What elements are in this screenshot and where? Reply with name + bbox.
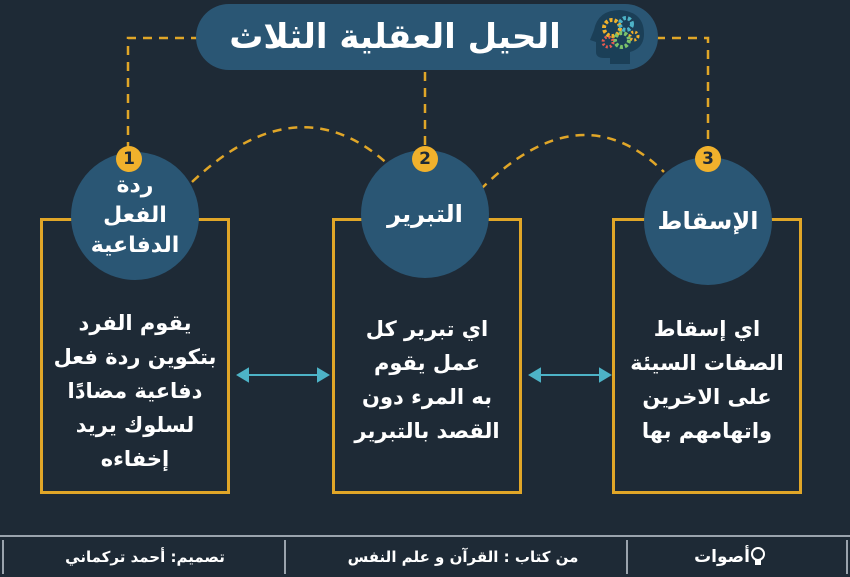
title-banner — [196, 4, 658, 70]
item-1-name-line: الفعل — [103, 203, 167, 228]
description-line: لسلوك يريد — [75, 413, 195, 437]
arrow-left — [236, 367, 330, 383]
description-line: اي إسقاط — [653, 317, 761, 341]
description-line: على الاخرين — [642, 385, 772, 409]
description-line: عمل يقوم — [373, 351, 481, 375]
footer-divider — [2, 540, 4, 574]
item-3-name: الإسقاط — [657, 207, 759, 235]
logo-text: أصوات — [694, 547, 750, 567]
designer-credit: تصميم: أحمد تركماني — [65, 548, 225, 566]
connector-title-right — [656, 36, 710, 148]
description-line: الصفات السيئة — [630, 351, 784, 375]
description-line: إخفاءه — [100, 447, 170, 471]
footer-divider — [626, 540, 628, 574]
arc-right — [479, 133, 665, 191]
description-line: دفاعية مضادًا — [67, 379, 203, 403]
circle-item-1: ردة الفعل الدفاعية — [71, 152, 199, 280]
item-3-description: اي إسقاط الصفات السيئة على الاخرين واتها… — [614, 312, 800, 482]
source-credit: من كتاب : القرآن و علم النفس — [347, 548, 579, 566]
badge-number-2: 2 — [412, 146, 438, 172]
item-1-description: يقوم الفرد بتكوين ردة فعل دفاعية مضادًا … — [42, 306, 228, 476]
lightbulb-icon — [750, 547, 765, 565]
arc-left — [191, 126, 393, 183]
description-line: بتكوين ردة فعل — [53, 345, 217, 369]
description-line: اي تبرير كل — [365, 317, 489, 341]
badge-number-3: 3 — [695, 146, 721, 172]
item-2-name: التبرير — [387, 200, 463, 228]
brand-logo: أصوات — [690, 538, 770, 576]
footer-bar — [0, 535, 850, 577]
item-1-name-line: الدفاعية — [90, 233, 180, 258]
circle-item-3: الإسقاط — [644, 157, 772, 285]
description-line: القصد بالتبرير — [354, 419, 500, 443]
footer-divider — [284, 540, 286, 574]
description-line: به المرء دون — [362, 385, 492, 409]
item-1-name-line: ردة — [116, 173, 154, 198]
item-2-description: اي تبرير كل عمل يقوم به المرء دون القصد … — [334, 312, 520, 482]
badge-number-1: 1 — [116, 146, 142, 172]
description-line: واتهامهم بها — [641, 419, 773, 443]
description-line: يقوم الفرد — [78, 311, 192, 335]
footer-divider — [846, 540, 848, 574]
connector-title-left — [126, 36, 200, 148]
head-gears-icon — [590, 10, 644, 64]
arrow-right — [528, 367, 612, 383]
page-title: الحيل العقلية الثلاث — [229, 17, 561, 57]
